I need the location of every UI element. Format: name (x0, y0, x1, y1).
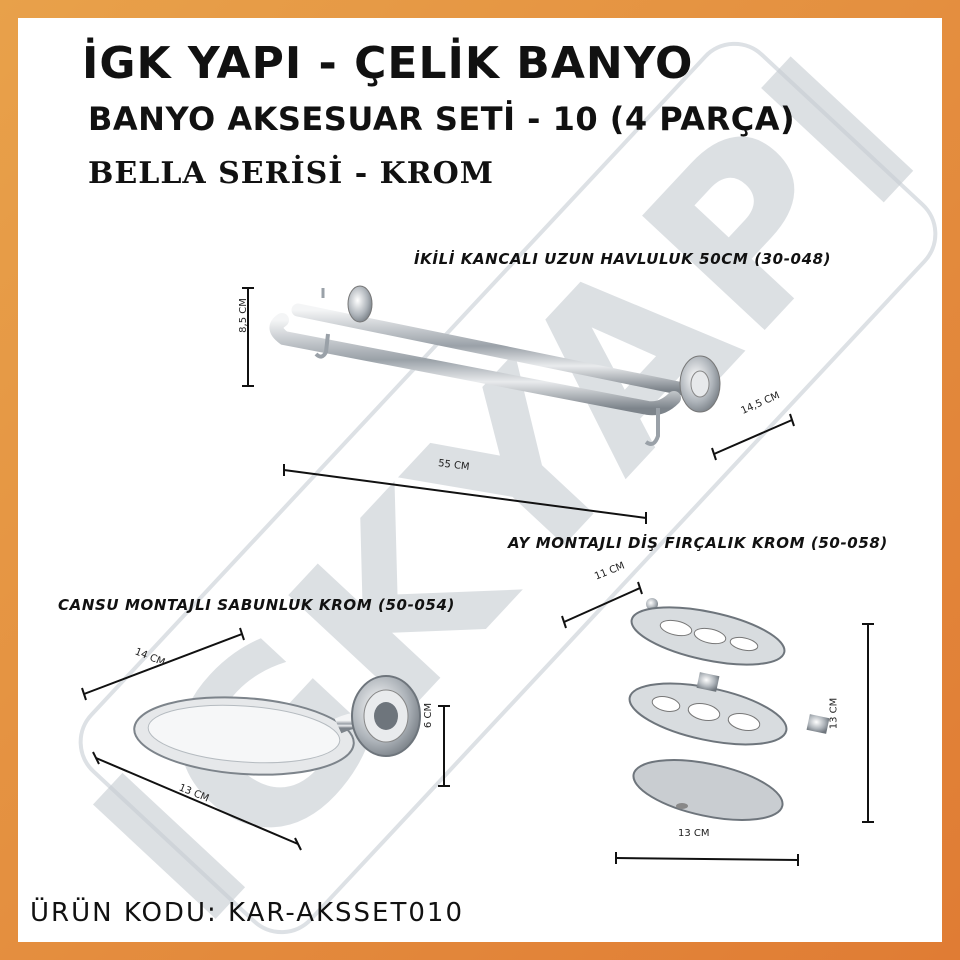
page-title: İGK YAPI - ÇELİK BANYO (82, 38, 694, 89)
product-code: ÜRÜN KODU: KAR-AKSSET010 (30, 898, 464, 928)
soap-dish-image (81, 627, 450, 851)
product-panel: IGKYAPI İGK YAPI - ÇELİK BANYO BANYO AKS… (18, 18, 942, 942)
toothbrush-holder-name: AY MONTAJLI DİŞ FIRÇALIK KROM (50-058) (508, 534, 888, 552)
soap-height-label: 6 CM (423, 702, 435, 729)
series-name: BELLA SERİSİ - KROM (88, 156, 495, 191)
towel-rail-name: İKİLİ KANCALI UZUN HAVLULUK 50CM (30-048… (414, 250, 832, 268)
towel-rail-image (242, 285, 795, 524)
toothbrush-height-label: 13 CM (828, 697, 840, 730)
toothbrush-width-label: 13 CM (678, 828, 710, 839)
page-subtitle: BANYO AKSESUAR SETİ - 10 (4 PARÇA) (88, 100, 796, 138)
toothbrush-holder-image (561, 581, 874, 866)
towel-height-label: 8,5 CM (237, 298, 249, 333)
soap-dish-name: CANSU MONTAJLI SABUNLUK KROM (50-054) (58, 596, 455, 614)
